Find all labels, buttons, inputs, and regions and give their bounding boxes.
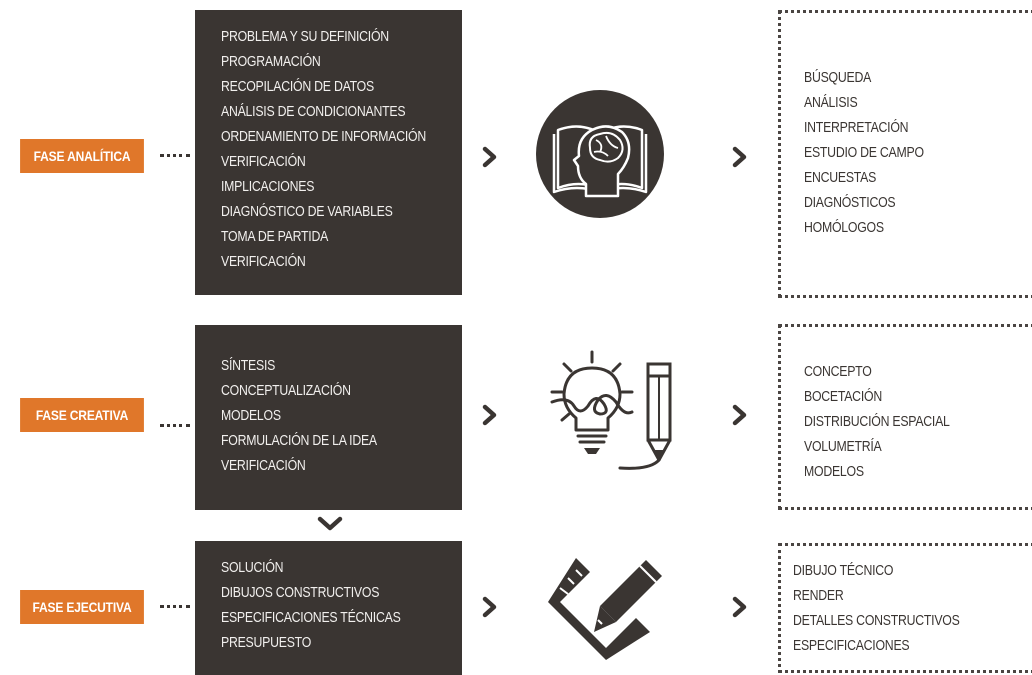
connector-analitica	[160, 154, 190, 157]
process-item: ANÁLISIS DE CONDICIONANTES	[221, 103, 406, 120]
output-box-creativa: CONCEPTO BOCETACIÓN DISTRIBUCIÓN ESPACIA…	[778, 324, 1032, 510]
output-item: BÚSQUEDA	[804, 69, 872, 86]
output-box-ejecutiva: DIBUJO TÉCNICO RENDER DETALLES CONSTRUCT…	[778, 543, 1032, 673]
ruler-pencil-icon	[548, 558, 662, 660]
chevron-right-icon	[482, 146, 497, 168]
output-item: ENCUESTAS	[804, 169, 877, 186]
process-item: PROBLEMA Y SU DEFINICIÓN	[221, 28, 389, 45]
connector-creativa	[160, 424, 190, 427]
output-item: DETALLES CONSTRUCTIVOS	[793, 612, 960, 629]
output-item: CONCEPTO	[804, 363, 872, 380]
process-item: VERIFICACIÓN	[221, 457, 306, 474]
output-item: MODELOS	[804, 463, 864, 480]
process-item: MODELOS	[221, 407, 281, 424]
phase-label-creativa: FASE CREATIVA	[20, 398, 144, 432]
process-item: SOLUCIÓN	[221, 559, 284, 576]
output-item: DIBUJO TÉCNICO	[793, 562, 894, 579]
output-item: VOLUMETRÍA	[804, 438, 882, 455]
chevron-right-icon	[482, 596, 497, 618]
chevron-down-icon	[317, 516, 343, 531]
chevron-right-icon	[482, 404, 497, 426]
output-item: ANÁLISIS	[804, 94, 858, 111]
process-item: DIBUJOS CONSTRUCTIVOS	[221, 584, 380, 601]
process-item: TOMA DE PARTIDA	[221, 228, 329, 245]
output-item: HOMÓLOGOS	[804, 219, 884, 236]
output-item: ESPECIFICACIONES	[793, 637, 910, 654]
output-item: DISTRIBUCIÓN ESPACIAL	[804, 413, 950, 430]
connector-ejecutiva	[160, 605, 190, 608]
chevron-right-icon	[732, 404, 747, 426]
process-item: DIAGNÓSTICO DE VARIABLES	[221, 203, 393, 220]
process-item: IMPLICACIONES	[221, 178, 315, 195]
phase-label-ejecutiva: FASE EJECUTIVA	[20, 590, 144, 624]
process-item: VERIFICACIÓN	[221, 153, 306, 170]
output-box-analitica: BÚSQUEDA ANÁLISIS INTERPRETACIÓN ESTUDIO…	[778, 10, 1032, 298]
output-item: RENDER	[793, 587, 844, 604]
process-item: PRESUPUESTO	[221, 634, 312, 651]
process-item: PROGRAMACIÓN	[221, 53, 321, 70]
process-item: ORDENAMIENTO DE INFORMACIÓN	[221, 128, 426, 145]
process-item: SÍNTESIS	[221, 357, 276, 374]
process-item: ESPECIFICACIONES TÉCNICAS	[221, 609, 401, 626]
chevron-right-icon	[732, 596, 747, 618]
process-item: VERIFICACIÓN	[221, 253, 306, 270]
chevron-right-icon	[732, 146, 747, 168]
output-item: BOCETACIÓN	[804, 388, 882, 405]
process-item: CONCEPTUALIZACIÓN	[221, 382, 351, 399]
process-box-analitica: PROBLEMA Y SU DEFINICIÓN PROGRAMACIÓN RE…	[195, 10, 462, 295]
head-book-icon	[536, 90, 664, 218]
process-item: RECOPILACIÓN DE DATOS	[221, 78, 374, 95]
output-item: ESTUDIO DE CAMPO	[804, 144, 924, 161]
process-box-ejecutiva: SOLUCIÓN DIBUJOS CONSTRUCTIVOS ESPECIFIC…	[195, 541, 462, 675]
process-item: FORMULACIÓN DE LA IDEA	[221, 432, 377, 449]
output-item: INTERPRETACIÓN	[804, 119, 909, 136]
phase-label-analitica: FASE ANALÍTICA	[20, 139, 144, 173]
lightbulb-pencil-icon	[550, 350, 672, 470]
process-box-creativa: SÍNTESIS CONCEPTUALIZACIÓN MODELOS FORMU…	[195, 325, 462, 510]
output-item: DIAGNÓSTICOS	[804, 194, 896, 211]
